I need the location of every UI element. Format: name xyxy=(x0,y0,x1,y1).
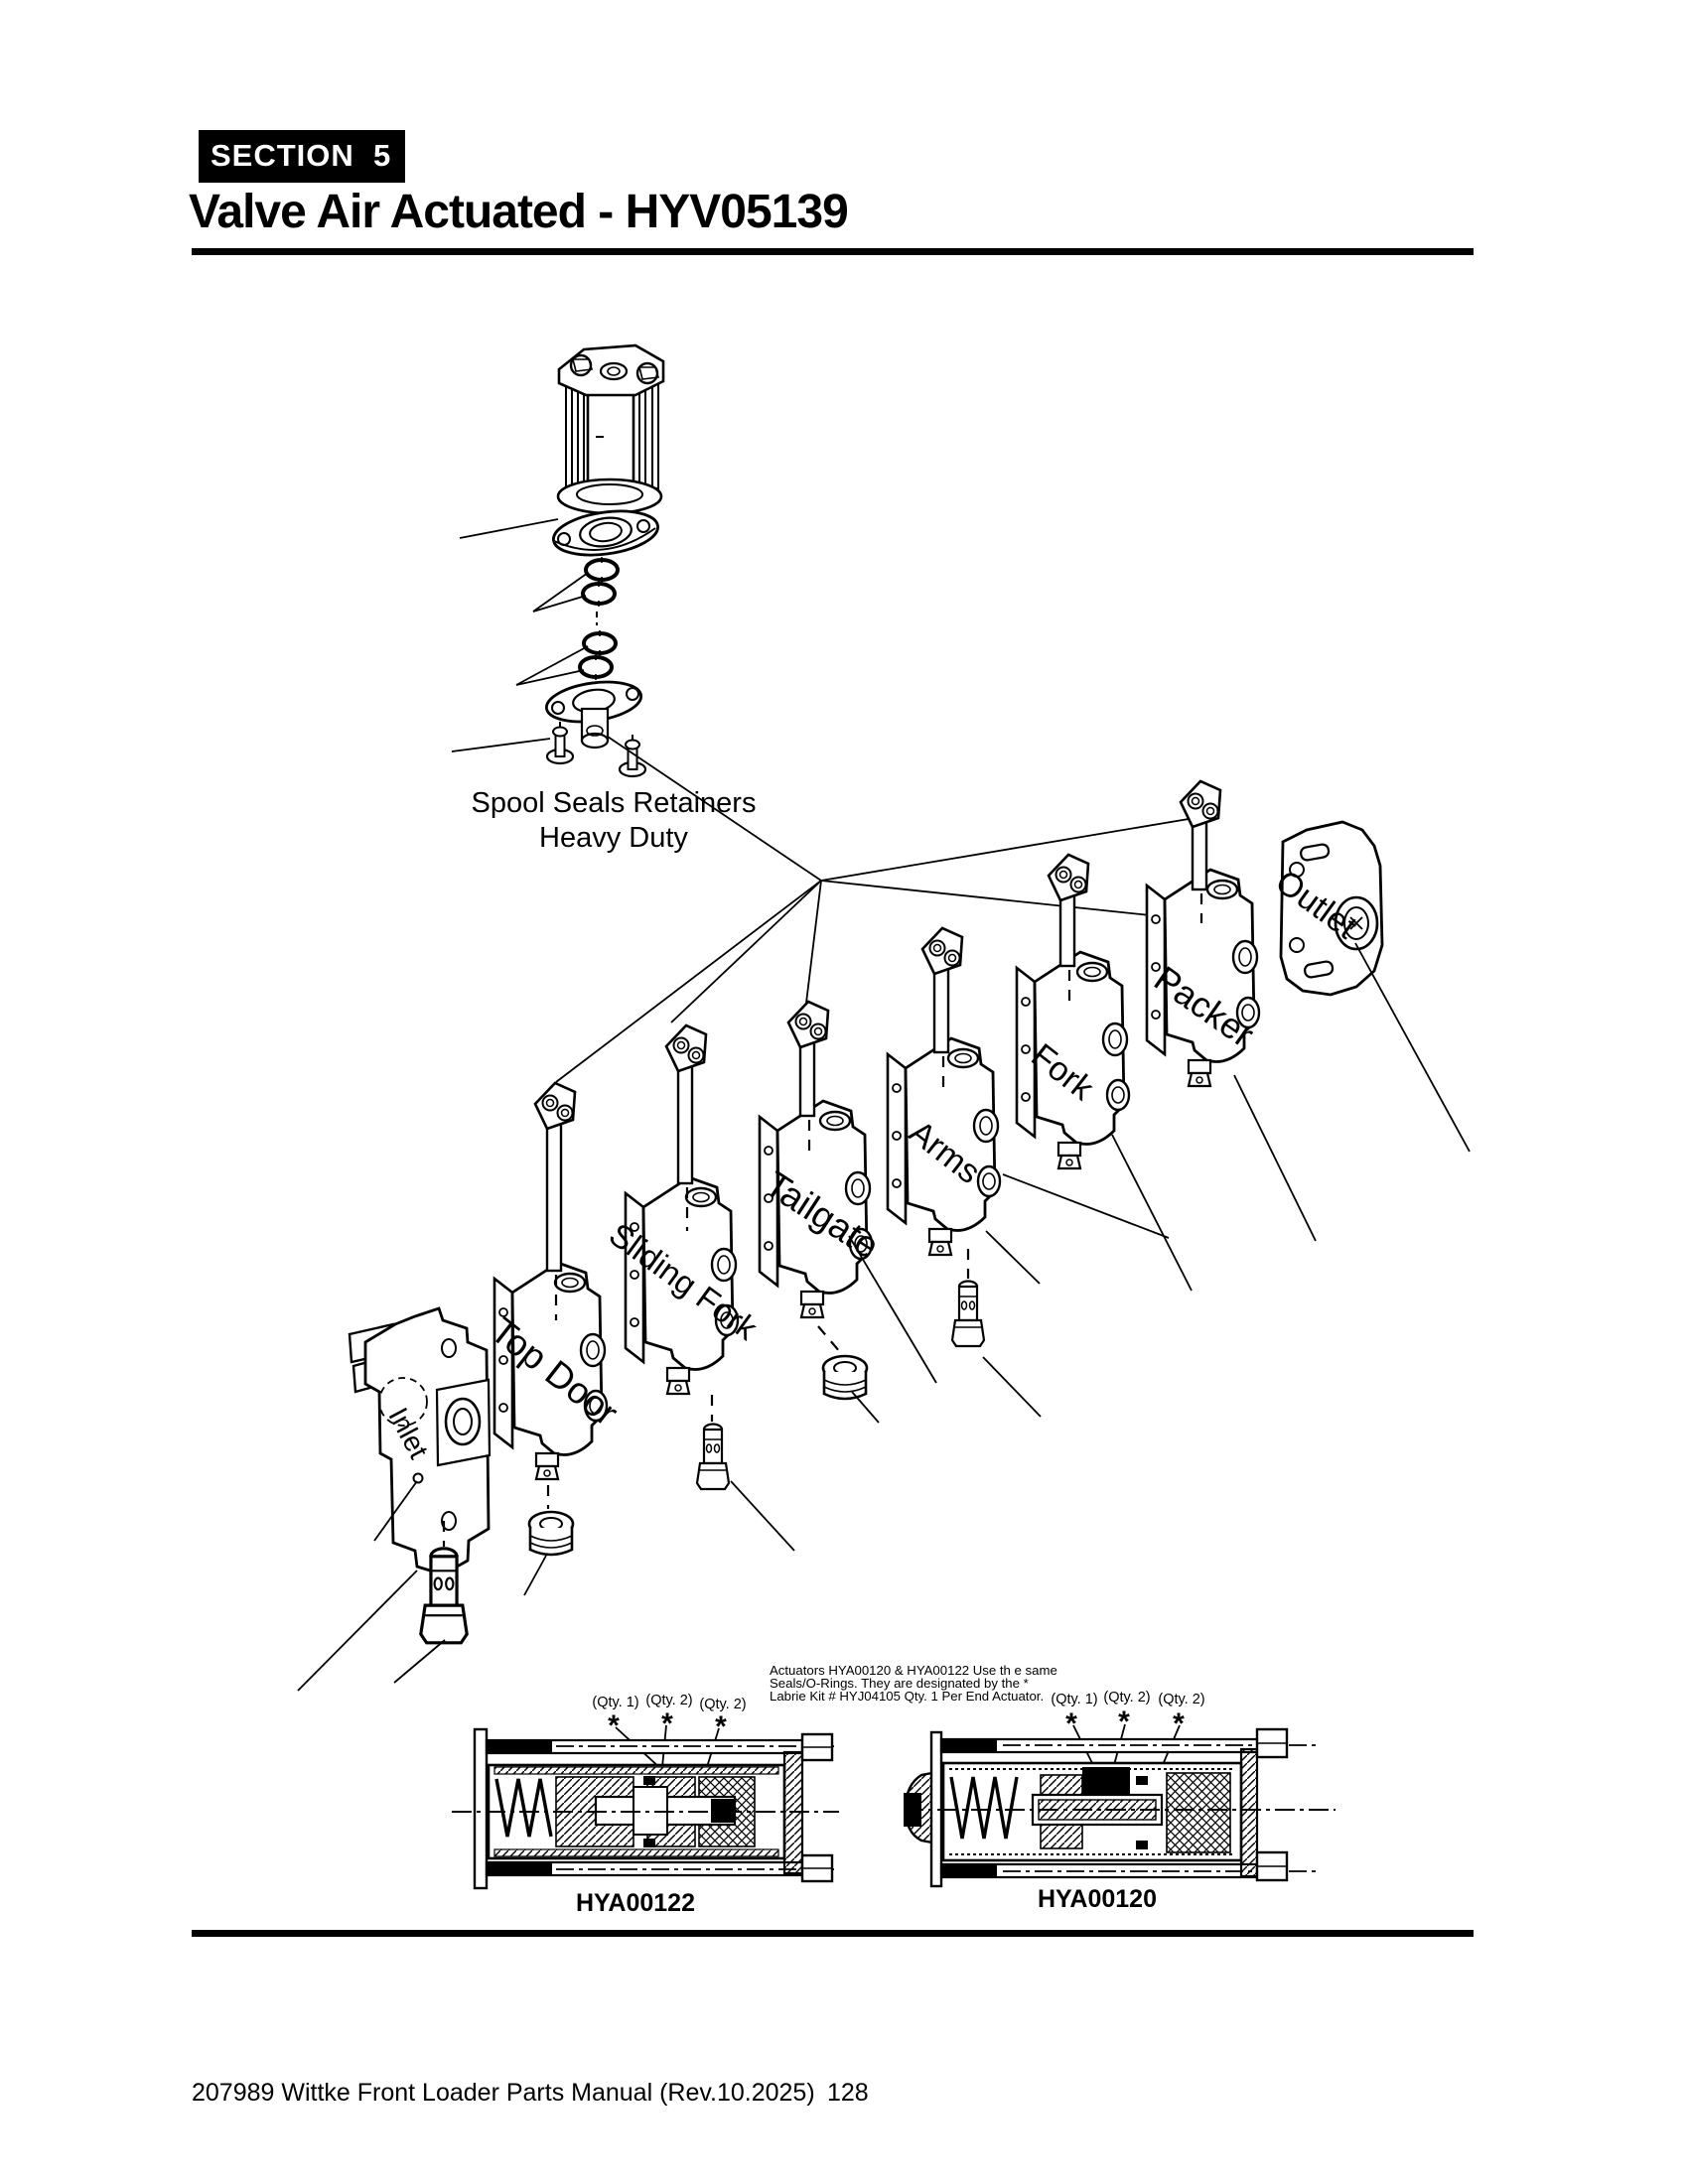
return-spring xyxy=(949,1776,1019,1840)
actuator-id-right: HYA00120 xyxy=(1038,1885,1157,1913)
o-ring xyxy=(582,628,618,658)
spool-seal-retainer xyxy=(544,680,643,750)
note-line1: Actuators HYA00120 & HYA00122 Use th e s… xyxy=(770,1663,1057,1678)
asterisk-marker: * xyxy=(661,1707,673,1740)
spool-seals-assembly: Spool Seals Retainers Heavy Duty xyxy=(451,343,757,854)
footer-rule xyxy=(192,1930,1474,1937)
asterisk-marker: * xyxy=(1065,1707,1077,1740)
spool-seals-caption-line2: Heavy Duty xyxy=(539,822,688,854)
dashed-center-lines xyxy=(442,893,1203,1547)
retainer-screw xyxy=(545,720,575,765)
actuator-section-hya00120: (Qty. 1) (Qty. 2) (Qty. 2) * * * xyxy=(904,1690,1336,1913)
actuator-stems xyxy=(533,779,1222,1273)
title-rule xyxy=(192,248,1474,255)
cartridge-valve xyxy=(950,1280,986,1348)
footer-page-number: 128 xyxy=(827,2079,869,2107)
qty-callout: (Qty. 1) xyxy=(592,1695,638,1710)
stem-leader-fan xyxy=(555,736,1196,1083)
qty-callout: (Qty. 2) xyxy=(1103,1690,1150,1706)
retainer-screw xyxy=(618,733,647,778)
asterisk-marker: * xyxy=(608,1709,620,1742)
outlet-section: Outlet xyxy=(1269,820,1384,997)
actuator-section-hya00122: (Qty. 1) (Qty. 2) (Qty. 2) * * * xyxy=(452,1693,839,1917)
asterisk-marker: * xyxy=(1118,1706,1130,1738)
qty-callout: (Qty. 2) xyxy=(699,1697,746,1712)
port-plug xyxy=(821,1354,869,1401)
note-line3: Labrie Kit # HYJ04105 Qty. 1 Per End Act… xyxy=(770,1689,1044,1704)
o-ring xyxy=(581,579,617,609)
top-assembly-leader-lines xyxy=(451,518,589,752)
qty-callout: (Qty. 1) xyxy=(1051,1692,1097,1707)
spool-seals-caption-line1: Spool Seals Retainers xyxy=(472,787,757,819)
cartridge-valve xyxy=(695,1423,731,1491)
footer-manual-title: 207989 Wittke Front Loader Parts Manual … xyxy=(192,2079,815,2107)
valve-bank: Inlet xyxy=(297,736,1471,1692)
qty-callout: (Qty. 2) xyxy=(645,1693,692,1708)
spool-seal-gasket xyxy=(552,509,659,557)
port-plug xyxy=(527,1510,575,1557)
seal-kit-note: Actuators HYA00120 & HYA00122 Use th e s… xyxy=(770,1663,1057,1704)
o-ring xyxy=(578,652,614,682)
asterisk-marker: * xyxy=(715,1710,727,1743)
bank-leader-lines xyxy=(297,942,1471,1692)
page-title: Valve Air Actuated - HYV05139 xyxy=(189,186,849,238)
section-tag: SECTION 5 xyxy=(199,130,406,183)
actuator-id-left: HYA00122 xyxy=(576,1889,695,1917)
note-line2: Seals/O-Rings. They are designated by th… xyxy=(770,1676,1029,1691)
inlet-section: Inlet xyxy=(348,1306,492,1576)
qty-callout: (Qty. 2) xyxy=(1158,1692,1204,1707)
return-spring xyxy=(494,1778,553,1838)
o-ring xyxy=(584,555,620,585)
